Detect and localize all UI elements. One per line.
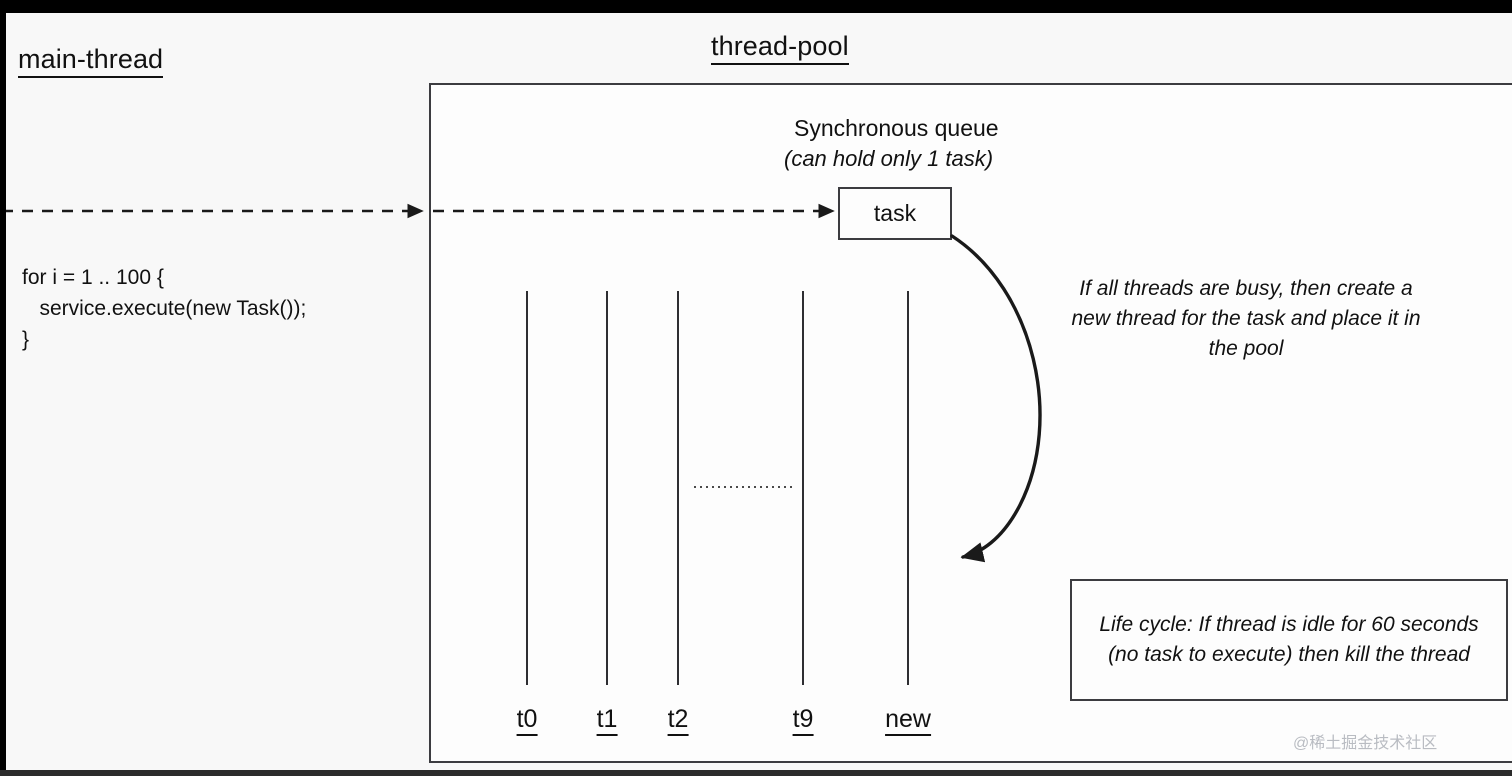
main-thread-code-snippet: for i = 1 .. 100 { service.execute(new T… [22, 266, 307, 351]
lifecycle-note-text: Life cycle: If thread is idle for 60 sec… [1099, 613, 1479, 666]
synchronous-queue-sublabel: (can hold only 1 task) [784, 146, 994, 171]
thread-label-t1: t1 [596, 705, 618, 736]
task-box: task [838, 187, 952, 240]
letterbox-bottom [0, 770, 1512, 776]
thread-line-new [907, 291, 909, 685]
thread-line-t9 [802, 291, 804, 685]
threads-ellipsis-icon [694, 486, 794, 488]
letterbox-left [0, 0, 6, 776]
thread-pool-title: thread-pool [711, 31, 849, 65]
thread-label-t9: t9 [792, 705, 814, 736]
thread-line-t0 [526, 291, 528, 685]
thread-line-t1 [606, 291, 608, 685]
thread-label-t2: t2 [667, 705, 689, 736]
watermark: @稀土掘金技术社区 [1293, 735, 1438, 752]
thread-label-text: t9 [792, 705, 814, 736]
main-thread-title-text: main-thread [18, 44, 164, 78]
main-thread-title: main-thread [18, 44, 164, 78]
thread-label-text: new [885, 705, 931, 736]
task-box-label: task [873, 200, 917, 226]
create-thread-annotation: If all threads are busy, then create a n… [1071, 277, 1421, 360]
synchronous-queue-label: Synchronous queue [794, 115, 999, 141]
thread-pool-title-text: thread-pool [711, 31, 849, 65]
lifecycle-note-box: Life cycle: If thread is idle for 60 sec… [1070, 579, 1508, 701]
letterbox-top [0, 0, 1512, 13]
thread-label-text: t1 [596, 705, 618, 736]
thread-label-text: t0 [516, 705, 538, 736]
thread-label-text: t2 [667, 705, 689, 736]
thread-line-t2 [677, 291, 679, 685]
thread-label-t0: t0 [516, 705, 538, 736]
thread-label-new: new [885, 705, 931, 736]
